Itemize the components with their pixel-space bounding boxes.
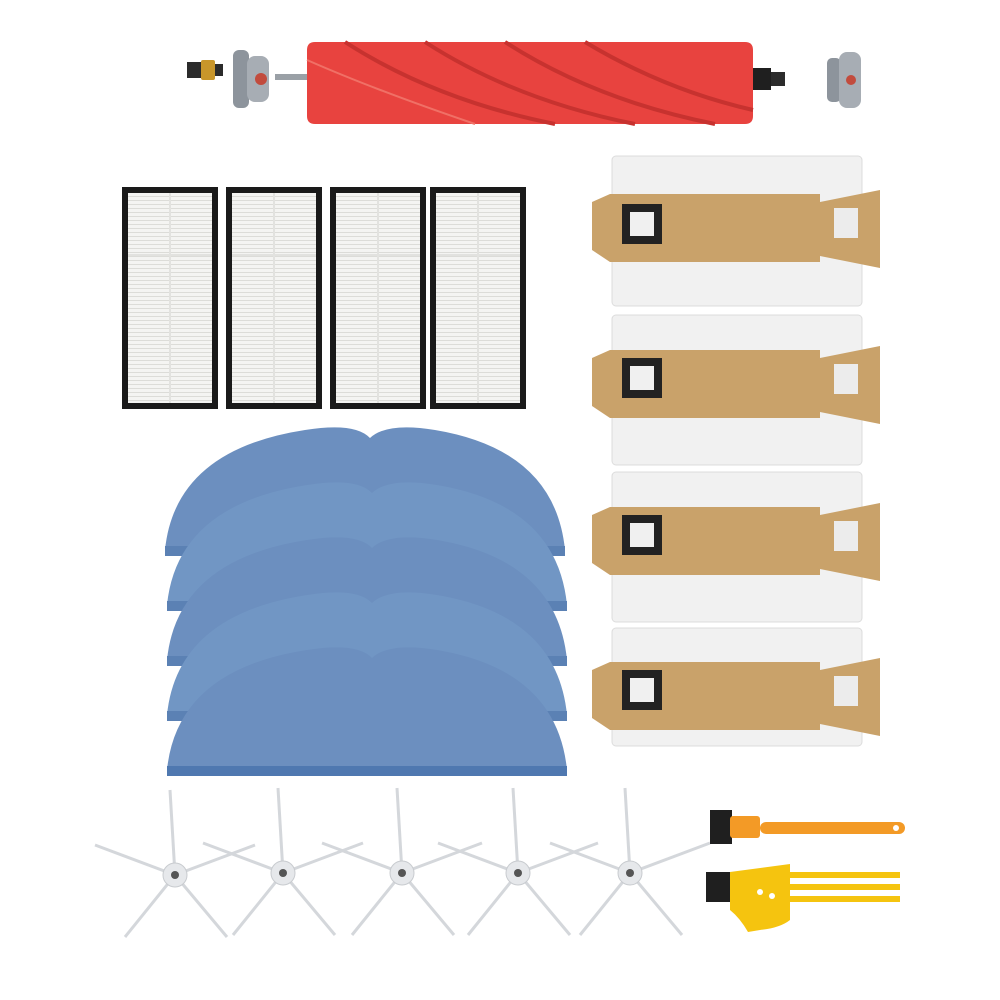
- end-cap-right: [827, 52, 861, 108]
- drive-coupler: [187, 60, 223, 80]
- side-brush: [202, 787, 364, 936]
- hepa-filter: [226, 187, 322, 409]
- hepa-filter-set: [122, 187, 526, 409]
- dust-bag: [592, 155, 880, 307]
- comb-cutter-tool: [706, 864, 900, 932]
- end-cap-left: [233, 50, 269, 108]
- cleaning-brush-tool: [710, 810, 905, 844]
- hepa-filter: [122, 187, 218, 409]
- dust-bag: [592, 314, 880, 466]
- dust-bag: [592, 471, 880, 623]
- cleaning-tools: [706, 810, 905, 932]
- hepa-filter: [430, 187, 526, 409]
- mop-pad-stack: [165, 427, 567, 776]
- main-brush: [306, 40, 754, 126]
- dust-bag-stack: [592, 155, 880, 747]
- side-brush: [437, 787, 599, 936]
- mop-pad: [167, 647, 567, 776]
- brush-axle: [275, 74, 307, 80]
- side-brush-row: [94, 787, 711, 938]
- brush-shaft-right: [753, 68, 785, 90]
- side-brush: [321, 787, 483, 936]
- hepa-filter: [330, 187, 426, 409]
- side-brush: [94, 789, 256, 938]
- main-brush-assembly: [187, 40, 861, 126]
- dust-bag: [592, 627, 880, 747]
- side-brush: [549, 787, 711, 936]
